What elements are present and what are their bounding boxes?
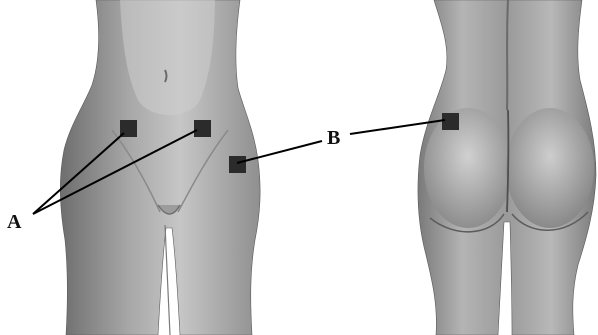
- front-leg-gap: [165, 225, 170, 335]
- back-view-figure: [418, 0, 596, 335]
- left-buttock: [424, 108, 512, 228]
- label-B: B: [327, 127, 340, 149]
- marker-back: [442, 113, 459, 130]
- marker-front-right: [194, 120, 211, 137]
- right-buttock: [506, 108, 594, 228]
- label-A: A: [7, 211, 22, 233]
- spine: [507, 0, 508, 110]
- marker-front-lateral: [229, 156, 246, 173]
